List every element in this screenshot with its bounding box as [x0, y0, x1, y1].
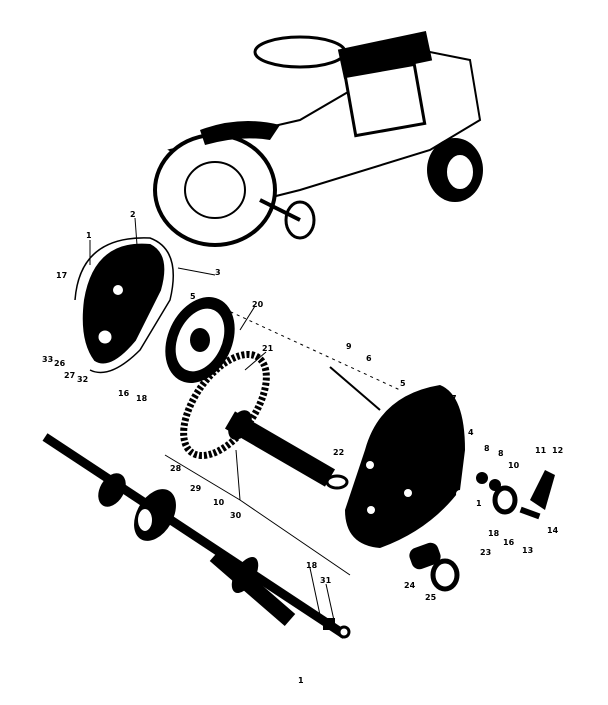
callout: 16 [118, 389, 130, 398]
callout: 22 [333, 448, 344, 457]
callout: 32 [77, 375, 88, 384]
callout: 21 [262, 344, 274, 353]
differential-shaft [42, 433, 351, 639]
left-chain-case-cover [74, 237, 174, 374]
callout: 33 [42, 355, 53, 364]
callout-labels: 1 2 3 17 5 20 21 33 26 27 32 16 18 9 6 5… [42, 210, 563, 685]
callout: 14 [547, 526, 559, 535]
callout: 18 [488, 529, 500, 538]
callout: 13 [522, 546, 533, 555]
callout: 8 [484, 444, 490, 453]
callout: 7 [451, 394, 457, 403]
callout: 29 [190, 484, 202, 493]
leader-lines [89, 217, 454, 626]
axle-shaft [224, 410, 349, 490]
callout: 10 [213, 498, 225, 507]
right-gear-case [345, 385, 465, 592]
callout: 12 [552, 446, 563, 455]
shift-parts [329, 366, 555, 520]
callout: 5 [190, 292, 196, 301]
callout: 25 [425, 593, 437, 602]
callout: 4 [468, 428, 474, 437]
callout: 1 [86, 231, 92, 240]
tractor-illustration [153, 30, 483, 247]
callout: 9 [346, 342, 352, 351]
callout: 18 [136, 394, 148, 403]
callout: 5 [400, 379, 406, 388]
callout: 6 [366, 354, 372, 363]
callout: 3 [215, 268, 221, 277]
callout: 1 [476, 499, 482, 508]
sprocket-20 [165, 297, 235, 383]
callout: 30 [230, 511, 242, 520]
callout: 27 [64, 371, 75, 380]
callout: 11 [535, 446, 547, 455]
callout: 17 [56, 271, 67, 280]
callout: 23 [480, 548, 491, 557]
callout: 24 [404, 581, 416, 590]
callout: 16 [503, 538, 515, 547]
callout: 18 [306, 561, 318, 570]
callout: 26 [54, 359, 66, 368]
callout: 10 [508, 461, 520, 470]
callout: 1 [298, 676, 304, 685]
callout: 2 [130, 210, 136, 219]
callout: 31 [320, 576, 332, 585]
callout: 20 [252, 300, 264, 309]
callout: 28 [170, 464, 182, 473]
callout: 8 [498, 449, 504, 458]
